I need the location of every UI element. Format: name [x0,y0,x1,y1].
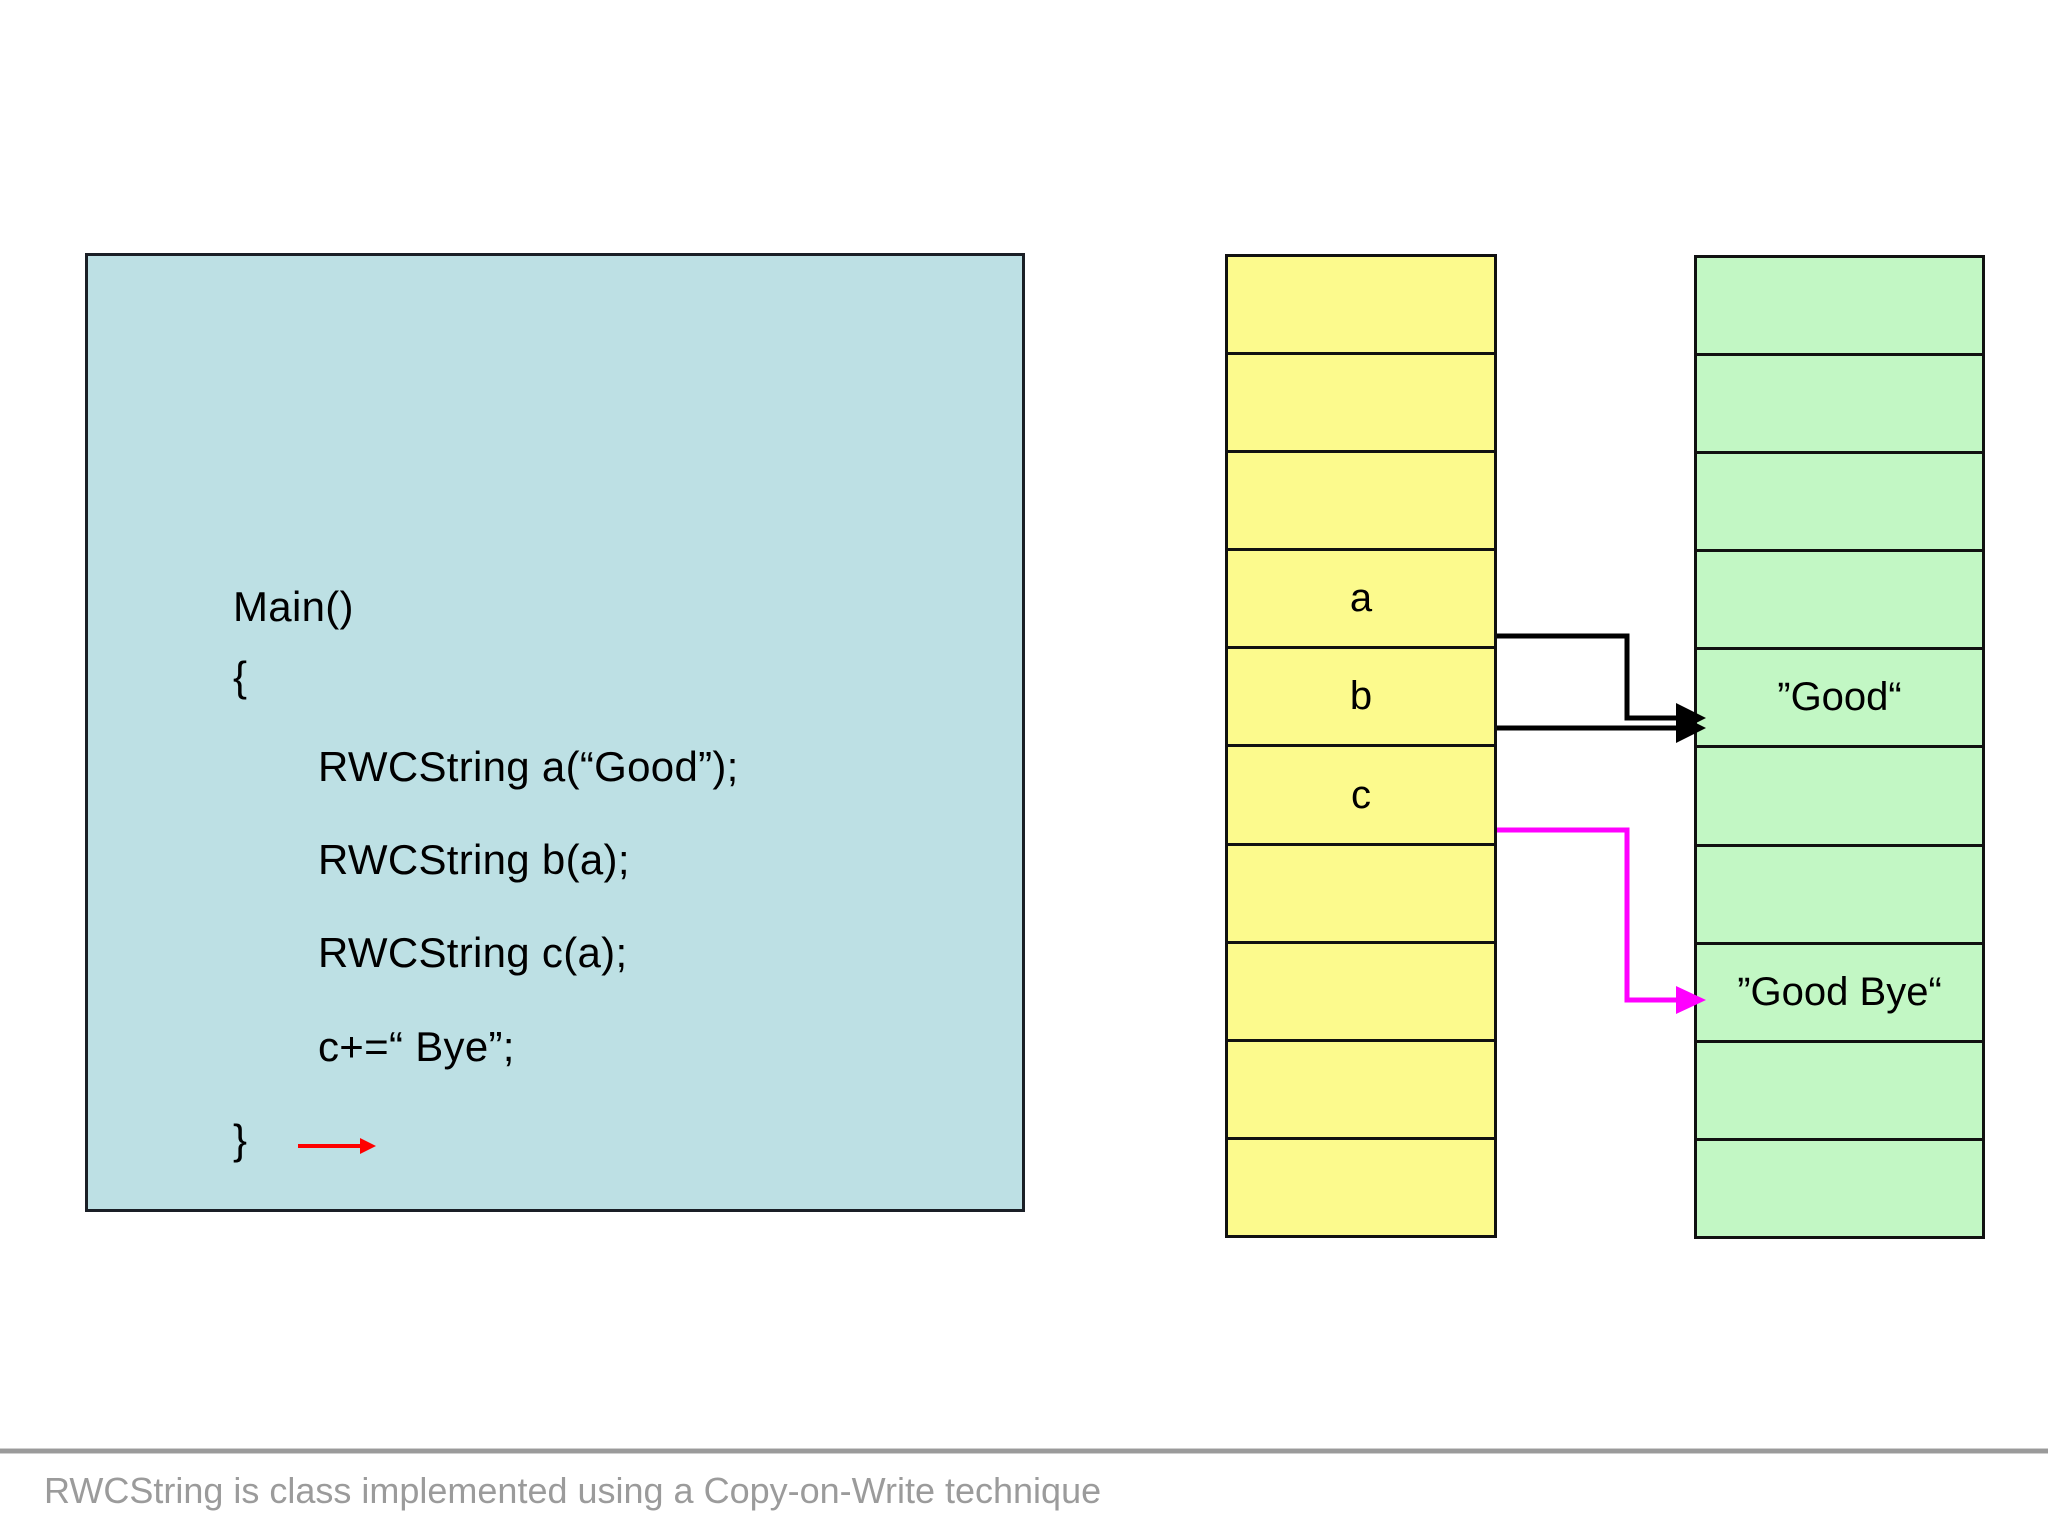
code-line-declare-a: RWCString a(“Good”); [318,743,739,790]
code-line-close-brace: } [233,1116,248,1163]
heap-row [1697,748,1982,847]
connector-b-to-good [1497,713,1706,743]
stack-row-c: c [1228,747,1494,846]
stack-row [1228,944,1494,1042]
heap-row-good: ”Good“ [1697,650,1982,749]
connector-c-to-good-bye [1497,827,1706,1014]
heap-row [1697,847,1982,945]
code-line-append-c: c+=“ Bye”; [318,1023,515,1070]
heap-row-good-bye: ”Good Bye“ [1697,945,1982,1043]
heap-row [1697,258,1982,357]
code-line-declare-c: RWCString c(a); [318,929,628,976]
stack-memory-table: a b c [1225,254,1497,1238]
connector-a-to-good [1497,633,1706,733]
heap-row [1697,552,1982,651]
code-line-declare-b: RWCString b(a); [318,836,630,883]
footer-divider [0,1448,2048,1454]
stack-row [1228,453,1494,552]
stack-row-a: a [1228,551,1494,650]
code-line-open-brace: { [233,653,248,700]
stack-row [1228,1140,1494,1235]
heap-row [1697,454,1982,553]
stack-row [1228,257,1494,356]
stack-row [1228,1042,1494,1140]
stack-row [1228,355,1494,454]
heap-row [1697,1141,1982,1236]
stack-row [1228,846,1494,944]
stack-row-b: b [1228,649,1494,748]
code-line-main: Main() [233,583,354,630]
heap-memory-table: ”Good“ ”Good Bye“ [1694,255,1985,1239]
heap-row [1697,356,1982,455]
code-panel: Main() { RWCString a(“Good”); RWCString … [85,253,1025,1212]
footer-note: RWCString is class implemented using a C… [44,1470,1102,1511]
execution-pointer-arrow-icon [298,1138,376,1154]
heap-row [1697,1043,1982,1141]
